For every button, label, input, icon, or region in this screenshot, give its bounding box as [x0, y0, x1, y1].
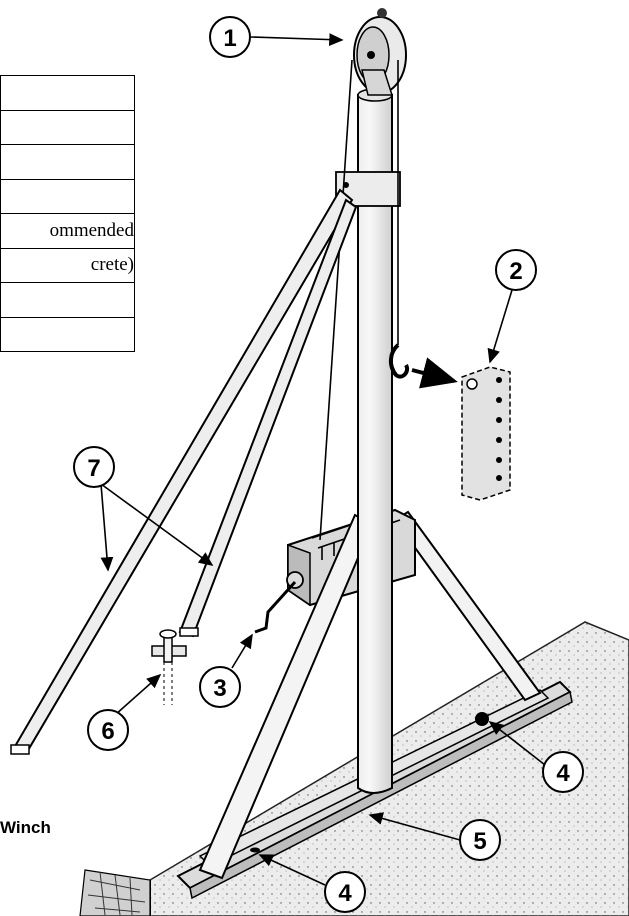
svg-text:2: 2 — [509, 258, 522, 285]
leader-lines — [100, 33, 546, 886]
table-cell: crete) — [90, 254, 134, 276]
svg-text:4: 4 — [338, 880, 352, 907]
table-row — [0, 109, 135, 145]
svg-text:3: 3 — [213, 675, 226, 702]
table-row — [0, 282, 135, 318]
table-row — [0, 75, 135, 111]
callout-4a: 4 — [542, 751, 584, 793]
callout-6: 6 — [87, 709, 129, 751]
mast — [335, 88, 401, 794]
table-row — [0, 316, 135, 352]
svg-text:4: 4 — [556, 760, 570, 787]
table-row: ommended — [0, 213, 135, 249]
back-leg — [393, 510, 542, 702]
svg-text:5: 5 — [473, 828, 486, 855]
ground-stake — [151, 629, 187, 705]
spec-table: ommended crete) — [0, 75, 135, 352]
callout-1: 1 — [209, 16, 251, 58]
table-row: crete) — [0, 247, 135, 283]
cable — [319, 59, 409, 541]
svg-text:6: 6 — [101, 718, 114, 745]
step-bracket — [411, 357, 511, 501]
svg-text:1: 1 — [223, 25, 236, 52]
callout-2: 2 — [495, 249, 537, 291]
figure-caption: Winch — [0, 818, 51, 837]
svg-text:7: 7 — [87, 455, 100, 482]
callout-7: 7 — [73, 446, 115, 488]
gin-pole — [10, 188, 358, 755]
callout-3: 3 — [199, 666, 241, 708]
pulley — [353, 8, 407, 96]
callout-4b: 4 — [324, 871, 366, 913]
table-row — [0, 144, 135, 180]
table-row — [0, 178, 135, 214]
callout-5: 5 — [459, 819, 501, 861]
table-cell: ommended — [49, 219, 134, 241]
